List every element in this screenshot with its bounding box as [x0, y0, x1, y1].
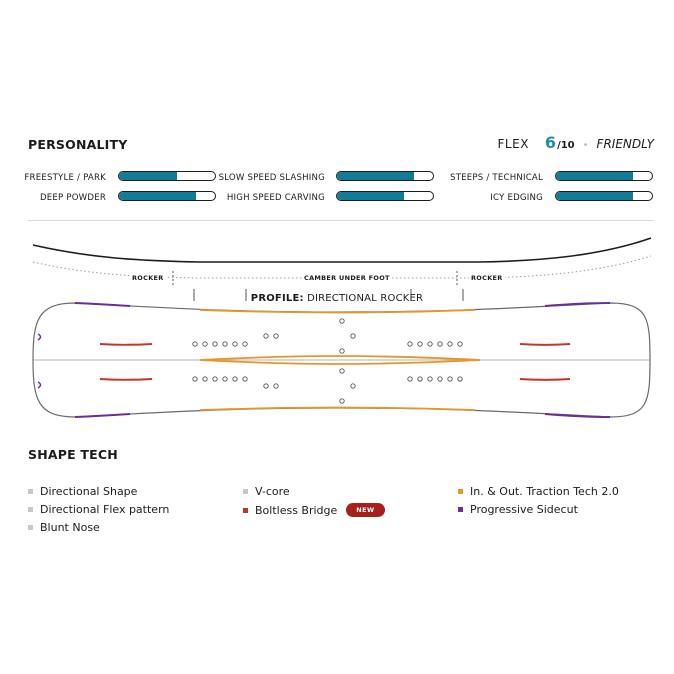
rating-label-icy-edging: ICY EDGING: [490, 193, 543, 203]
rating-bar-freestyle: [118, 171, 216, 181]
profile-value: DIRECTIONAL ROCKER: [307, 293, 424, 304]
inserts: [192, 318, 463, 404]
bullet-icon: [458, 489, 463, 494]
shape-tech-title: SHAPE TECH: [28, 447, 118, 462]
flex-rating: FLEX 6 /10 • FRIENDLY: [498, 133, 654, 152]
sidecut-top-right: [544, 302, 611, 307]
rating-bar-high-speed: [336, 191, 434, 201]
tech-item-traction-tech: In. & Out. Traction Tech 2.0: [458, 485, 619, 498]
rating-label-high-speed: HIGH SPEED CARVING: [226, 193, 325, 203]
bullet-icon: [28, 507, 33, 512]
traction-center-upper: [199, 355, 481, 361]
section-divider: [28, 220, 654, 221]
tech-item-directional-flex: Directional Flex pattern: [28, 503, 169, 516]
profile-caption: PROFILE: DIRECTIONAL ROCKER: [0, 293, 674, 304]
tech-item-blunt-nose: Blunt Nose: [28, 521, 100, 534]
rating-label-steeps: STEEPS / TECHNICAL: [450, 173, 543, 183]
sidecut-top-left: [74, 302, 131, 307]
tech-label: Blunt Nose: [40, 521, 100, 534]
traction-center-lower: [199, 359, 481, 365]
tech-label: Directional Shape: [40, 485, 138, 498]
traction-top-edge: [199, 309, 476, 314]
flex-max: /10: [557, 140, 575, 151]
bridge-left-bottom: [99, 378, 153, 381]
bullet-icon: [243, 489, 248, 494]
tech-label: In. & Out. Traction Tech 2.0: [470, 485, 619, 498]
rating-fill-high-speed: [337, 192, 405, 200]
bullet-icon: [28, 525, 33, 530]
bullet-icon: [243, 507, 248, 513]
rating-label-deep-powder: DEEP POWDER: [39, 193, 106, 203]
rating-bar-steeps: [555, 171, 653, 181]
tech-item-boltless-bridge: Boltless Bridge NEW: [243, 503, 385, 517]
bridge-right-bottom: [519, 378, 571, 381]
flex-separator: •: [582, 140, 589, 151]
rating-bar-deep-powder: [118, 191, 216, 201]
tech-label: V-core: [255, 485, 290, 498]
bullet-icon: [28, 489, 33, 494]
sidecut-bottom-right: [544, 413, 611, 418]
tech-item-directional-shape: Directional Shape: [28, 485, 137, 498]
profile-label: PROFILE:: [250, 293, 304, 304]
flex-value: 6: [544, 133, 557, 152]
rating-fill-slow-speed: [337, 172, 414, 180]
bridge-right-top: [519, 343, 571, 346]
rating-fill-deep-powder: [119, 192, 196, 200]
rating-label-slow-speed: SLOW SPEED SLASHING: [218, 173, 325, 183]
tech-label: Boltless Bridge: [255, 503, 338, 517]
zone-label-camber: CAMBER UNDER FOOT: [302, 274, 392, 282]
tech-label: Directional Flex pattern: [40, 503, 170, 516]
zone-label-rocker-nose: ROCKER: [130, 274, 166, 282]
rating-fill-icy-edging: [556, 192, 633, 200]
rating-label-freestyle: FREESTYLE / PARK: [24, 173, 106, 183]
rating-bar-icy-edging: [555, 191, 653, 201]
flex-label: FLEX: [497, 137, 529, 151]
rating-fill-freestyle: [119, 172, 177, 180]
personality-title: PERSONALITY: [28, 137, 128, 152]
tech-label: Progressive Sidecut: [470, 503, 578, 516]
new-badge: NEW: [346, 503, 385, 517]
sidecut-bottom-left: [74, 413, 131, 418]
profile-line: [32, 237, 652, 263]
zone-label-rocker-tail: ROCKER: [469, 274, 505, 282]
nose-mark-bottom: [37, 381, 42, 389]
board-diagram: [32, 237, 652, 418]
bridge-left-top: [99, 343, 153, 346]
traction-bottom-edge: [199, 406, 476, 411]
tech-item-progressive-sidecut: Progressive Sidecut: [458, 503, 578, 516]
tech-item-v-core: V-core: [243, 485, 290, 498]
flex-descriptor: FRIENDLY: [596, 137, 654, 151]
bullet-icon: [458, 507, 463, 512]
rating-fill-steeps: [556, 172, 633, 180]
nose-mark-top: [37, 333, 42, 341]
rating-bar-slow-speed: [336, 171, 434, 181]
